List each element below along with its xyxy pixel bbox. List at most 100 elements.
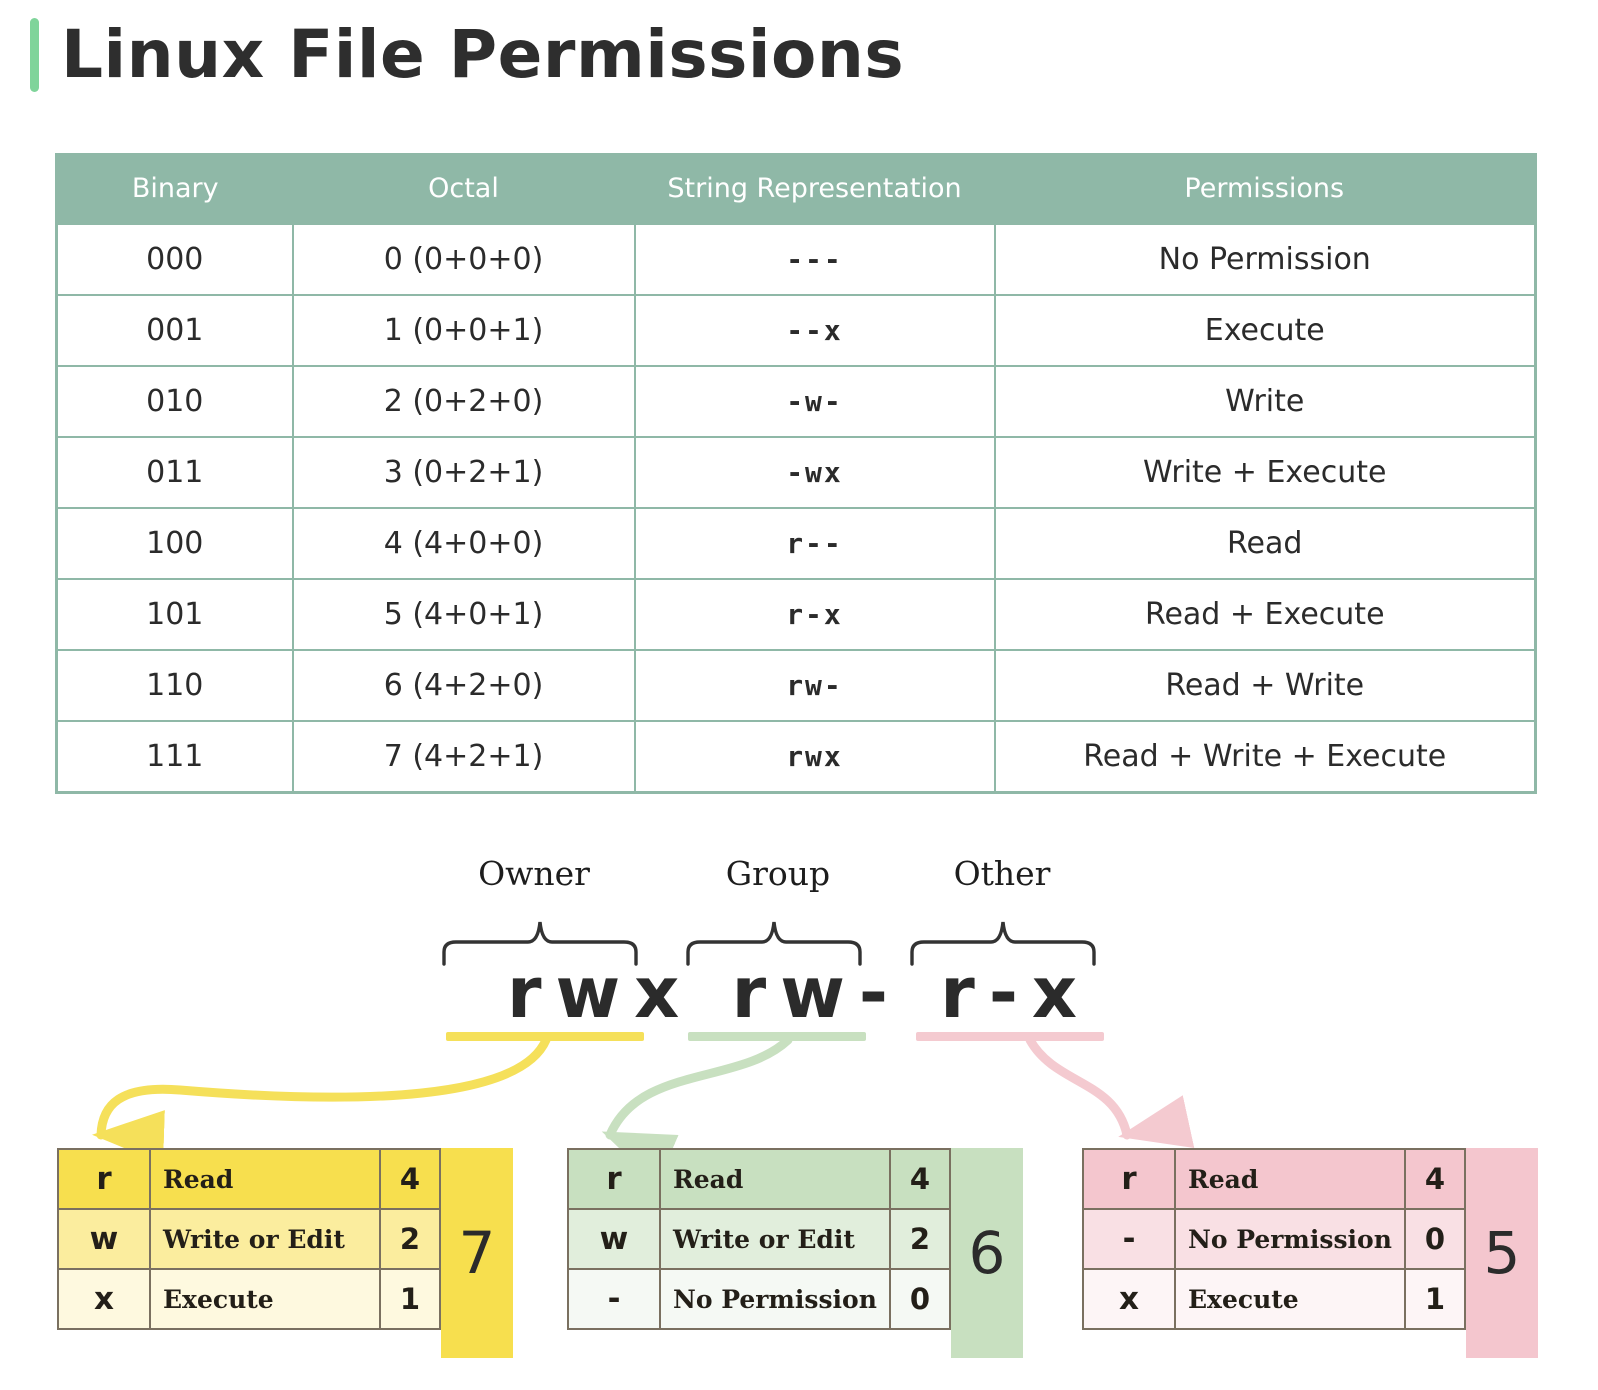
cell-octal: 2 (0+2+0) bbox=[291, 365, 636, 438]
detail-description: Execute bbox=[1174, 1268, 1406, 1330]
cell-octal: 5 (4+0+1) bbox=[291, 578, 636, 651]
detail-total-owner: 7 bbox=[441, 1148, 513, 1358]
cell-permissions: Read + Write + Execute bbox=[993, 720, 1537, 793]
cell-permissions: Read bbox=[993, 507, 1537, 580]
detail-symbol: - bbox=[567, 1268, 661, 1330]
table-header-row: Binary Octal String Representation Permi… bbox=[56, 154, 1536, 224]
cell-permissions: Write bbox=[993, 365, 1537, 438]
detail-total-group: 6 bbox=[951, 1148, 1023, 1358]
permission-string: rwx rw- r-x bbox=[506, 952, 1092, 1034]
permission-breakdown-diagram: Owner Group Other bbox=[0, 836, 1598, 1076]
detail-value: 0 bbox=[1404, 1208, 1466, 1270]
cell-permissions: Read + Write bbox=[993, 649, 1537, 722]
detail-description: Read bbox=[659, 1148, 891, 1210]
detail-description: Write or Edit bbox=[149, 1208, 381, 1270]
cell-octal: 7 (4+2+1) bbox=[291, 720, 636, 793]
cell-binary: 011 bbox=[55, 436, 294, 509]
group-label-group: Group bbox=[725, 854, 831, 893]
detail-description: Write or Edit bbox=[659, 1208, 891, 1270]
detail-description: Read bbox=[1174, 1148, 1406, 1210]
cell-octal: 1 (0+0+1) bbox=[291, 294, 636, 367]
detail-description: No Permission bbox=[659, 1268, 891, 1330]
cell-string: -w- bbox=[633, 365, 996, 438]
group-label-owner: Owner bbox=[478, 854, 590, 893]
cell-octal: 0 (0+0+0) bbox=[291, 223, 636, 296]
cell-binary: 010 bbox=[55, 365, 294, 438]
cell-octal: 6 (4+2+0) bbox=[291, 649, 636, 722]
brace-group bbox=[686, 921, 862, 966]
cell-string: r-x bbox=[633, 578, 996, 651]
detail-symbol: x bbox=[57, 1268, 151, 1330]
title-accent-bar bbox=[30, 18, 39, 92]
cell-string: rwx bbox=[633, 720, 996, 793]
group-label-other: Other bbox=[953, 854, 1051, 893]
underline-other bbox=[916, 1032, 1104, 1041]
cell-string: r-- bbox=[633, 507, 996, 580]
cell-binary: 111 bbox=[55, 720, 294, 793]
detail-value: 4 bbox=[1404, 1148, 1466, 1210]
detail-value: 2 bbox=[889, 1208, 951, 1270]
detail-symbol: r bbox=[567, 1148, 661, 1210]
brace-owner bbox=[442, 921, 638, 966]
cell-binary: 110 bbox=[55, 649, 294, 722]
cell-binary: 101 bbox=[55, 578, 294, 651]
underline-owner bbox=[446, 1032, 644, 1041]
cell-string: -wx bbox=[633, 436, 996, 509]
detail-value: 1 bbox=[1404, 1268, 1466, 1330]
detail-symbol: x bbox=[1082, 1268, 1176, 1330]
column-header-string: String Representation bbox=[634, 154, 995, 224]
detail-value: 0 bbox=[889, 1268, 951, 1330]
detail-description: No Permission bbox=[1174, 1208, 1406, 1270]
column-header-permissions: Permissions bbox=[994, 154, 1536, 224]
detail-value: 1 bbox=[379, 1268, 441, 1330]
column-header-octal: Octal bbox=[292, 154, 635, 224]
page-title-text: Linux File Permissions bbox=[61, 16, 905, 93]
detail-value: 4 bbox=[889, 1148, 951, 1210]
cell-octal: 4 (4+0+0) bbox=[291, 507, 636, 580]
brace-other bbox=[910, 921, 1096, 966]
underline-group bbox=[688, 1032, 866, 1041]
cell-binary: 001 bbox=[55, 294, 294, 367]
detail-symbol: r bbox=[1082, 1148, 1176, 1210]
cell-octal: 3 (0+2+1) bbox=[291, 436, 636, 509]
cell-permissions: Read + Execute bbox=[993, 578, 1537, 651]
detail-symbol: - bbox=[1082, 1208, 1176, 1270]
detail-symbol: w bbox=[57, 1208, 151, 1270]
cell-binary: 000 bbox=[55, 223, 294, 296]
detail-symbol: w bbox=[567, 1208, 661, 1270]
detail-value: 2 bbox=[379, 1208, 441, 1270]
detail-description: Read bbox=[149, 1148, 381, 1210]
cell-string: --x bbox=[633, 294, 996, 367]
detail-total-other: 5 bbox=[1466, 1148, 1538, 1358]
cell-binary: 100 bbox=[55, 507, 294, 580]
column-header-binary: Binary bbox=[56, 154, 293, 224]
detail-description: Execute bbox=[149, 1268, 381, 1330]
permissions-table: Binary Octal String Representation Permi… bbox=[55, 153, 1537, 794]
cell-permissions: No Permission bbox=[993, 223, 1537, 296]
cell-string: rw- bbox=[633, 649, 996, 722]
detail-symbol: r bbox=[57, 1148, 151, 1210]
